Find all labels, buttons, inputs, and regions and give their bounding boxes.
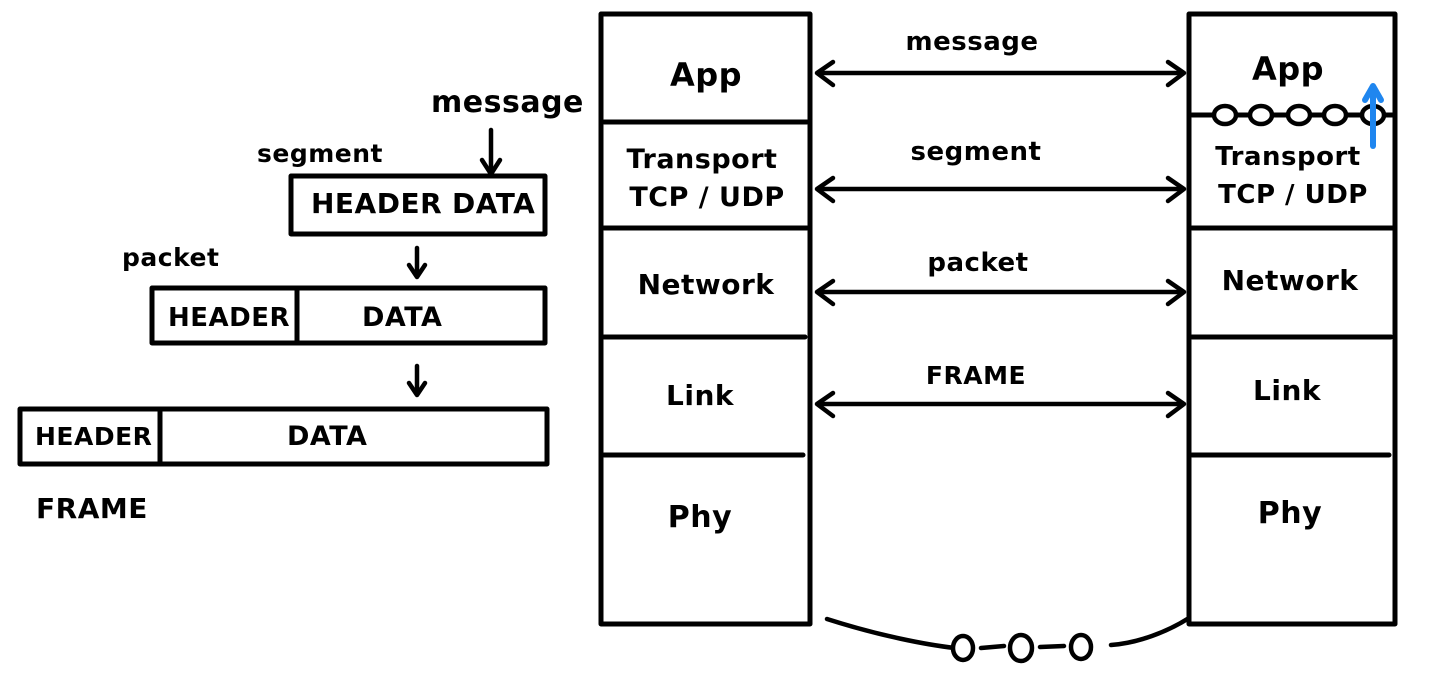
segment-data-text: DATA — [452, 187, 535, 220]
sender-layer-link-label: Link — [666, 379, 735, 412]
frame-box: HEADER DATA — [17, 406, 550, 467]
peer-arrow-packet — [814, 278, 1187, 307]
receiver-layer-phy-label: Phy — [1258, 496, 1322, 531]
peer-arrow-frame — [814, 390, 1187, 419]
receiver-layer-network-label: Network — [1222, 264, 1360, 297]
receiver-layer-link-label: Link — [1253, 374, 1322, 407]
frame-label: FRAME — [36, 492, 148, 525]
socket-circle-3 — [1285, 103, 1313, 127]
packet-to-frame-arrow-icon — [406, 363, 428, 398]
peer-arrow-message — [814, 59, 1187, 88]
socket-circle-4 — [1321, 103, 1349, 127]
packet-header-text: HEADER — [168, 303, 290, 333]
segment-to-packet-arrow-icon — [406, 245, 428, 280]
frame-data-text: DATA — [287, 421, 367, 452]
message-down-arrow-icon — [479, 127, 503, 177]
receiver-socket-row — [1189, 103, 1396, 127]
physical-node-1 — [950, 633, 976, 663]
packet-data-text: DATA — [362, 302, 442, 333]
physical-node-2 — [1007, 632, 1035, 664]
physical-link — [824, 615, 1192, 664]
segment-label: segment — [257, 139, 383, 168]
peer-arrow-segment-label: segment — [911, 137, 1042, 167]
peer-arrow-packet-label: packet — [927, 248, 1028, 278]
frame-header-text: HEADER — [35, 422, 152, 451]
peer-arrow-segment — [814, 175, 1187, 204]
receiver-layer-app-label: App — [1252, 50, 1324, 88]
sender-layer-transport-label: Transport — [627, 144, 778, 175]
sender-layer-phy-label: Phy — [668, 500, 732, 535]
encapsulation-message-label: message — [431, 85, 584, 120]
socket-circle-1 — [1211, 103, 1239, 127]
segment-header-text: HEADER — [311, 187, 442, 220]
receiver-demux-up-arrow-icon — [1362, 83, 1384, 149]
socket-circle-2 — [1247, 103, 1275, 127]
sender-stack: App Transport TCP / UDP Network Link Phy — [598, 11, 813, 627]
sender-layer-app-label: App — [670, 56, 742, 94]
packet-label: packet — [122, 243, 219, 272]
peer-arrow-message-label: message — [906, 27, 1039, 57]
packet-box: HEADER DATA — [149, 285, 548, 346]
sender-layer-network-label: Network — [638, 268, 776, 301]
sender-layer-transport-sublabel: TCP / UDP — [629, 182, 784, 213]
receiver-stack: App Transport TCP / UDP Network Link Phy — [1186, 11, 1398, 627]
receiver-layer-transport-sublabel: TCP / UDP — [1218, 180, 1368, 210]
peer-arrow-frame-label: FRAME — [926, 361, 1026, 390]
segment-box: HEADER DATA — [288, 173, 548, 237]
receiver-layer-transport-label: Transport — [1215, 142, 1360, 172]
physical-node-3 — [1068, 632, 1094, 662]
